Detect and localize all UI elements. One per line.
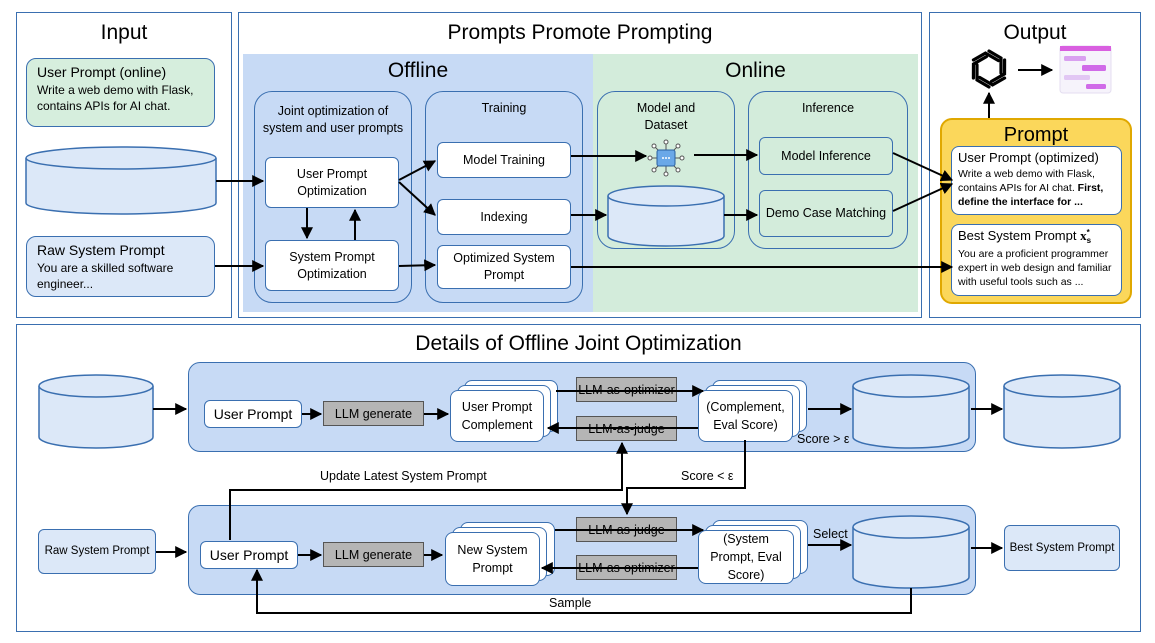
best-system-text: You are a proficient programmer expert i…	[958, 247, 1112, 288]
user-prompts-db-text: User Prompts	[620, 210, 694, 225]
training-title: Training	[481, 101, 527, 115]
complement-stack-front	[450, 390, 544, 442]
best-system-symbol: x	[1080, 228, 1087, 243]
llm-optimizer-1: LLM-as-optimizer	[576, 377, 677, 402]
llm-judge-2: LLM-as-judge	[576, 517, 677, 542]
model-dataset-group: Model and Dataset	[597, 91, 735, 249]
best-system-title: Best System Prompt	[958, 228, 1077, 243]
details-title: Details of Offline Joint Optimization	[415, 332, 742, 355]
offline-title: Offline	[387, 59, 449, 82]
online-title: Online	[725, 59, 786, 82]
system-prompt-dataset-label: System Prompt Dataset	[870, 539, 954, 570]
optimized-user-bold: First, define the interface for ...	[958, 182, 1104, 208]
best-system-sub: s	[1086, 235, 1092, 245]
user-prompt-optimization: User Prompt Optimization	[265, 157, 399, 208]
prompt-title: Prompt	[1003, 124, 1069, 146]
optimized-user-prompt: User Prompt (optimized) Write a web demo…	[951, 146, 1122, 215]
complement-eval-score: (Complement, Eval Score)	[706, 400, 785, 432]
complement-dataset-1-label: Complement Dataset	[876, 400, 946, 431]
score-gt-label: Score > ε	[797, 432, 850, 446]
input-title: Input	[100, 21, 148, 44]
select-label: Select	[813, 527, 848, 541]
indexing: Indexing	[437, 199, 571, 235]
user-prompt-online-text: Write a web demo with Flask, contains AP…	[37, 83, 194, 113]
complement-dataset-2-label: Complement Dataset	[1027, 400, 1097, 431]
sample-label: Sample	[549, 596, 592, 610]
eval-stack-front	[698, 390, 793, 442]
raw-system-prompt-box: Raw System Prompt	[38, 529, 156, 574]
center-title: Prompts Promote Prompting	[447, 21, 713, 44]
score-lt-label: Score < ε	[681, 469, 734, 483]
user-prompt-box-2: User Prompt	[200, 541, 298, 569]
raw-user-prompts-label: Raw User Prompts	[62, 181, 180, 198]
demo-case-matching: Demo Case Matching	[759, 190, 893, 237]
inference-title: Inference	[801, 101, 855, 115]
optimized-user-title: User Prompt (optimized)	[958, 150, 1099, 165]
llm-judge-1: LLM-as-judge	[576, 416, 677, 441]
best-system-prompt-box: Best System Prompt	[1004, 525, 1120, 571]
user-prompt-online: User Prompt (online) Write a web demo wi…	[26, 58, 215, 127]
raw-system-text: You are a skilled software engineer...	[37, 261, 174, 291]
llm-optimizer-2: LLM-as-optimizer	[576, 555, 677, 580]
model-dataset-title: Model and Dataset	[636, 101, 696, 132]
output-title: Output	[1003, 21, 1067, 44]
optimized-user-text: Write a web demo with Flask, contains AP…	[958, 168, 1095, 194]
new-system-prompt: New System Prompt	[457, 543, 528, 575]
llm-generate-1: LLM generate	[323, 401, 424, 426]
raw-system-title: Raw System Prompt	[37, 242, 165, 258]
user-prompt-online-title: User Prompt (online)	[37, 64, 167, 80]
joint-optimization-title: Joint optimization of system and user pr…	[262, 104, 404, 135]
system-prompt-optimization: System Prompt Optimization	[265, 240, 399, 291]
user-prompts-symbol: X	[697, 209, 707, 226]
user-prompt-complement: User Prompt Complement	[461, 400, 533, 432]
user-prompts-sub: u	[706, 217, 712, 227]
raw-system-prompt: Raw System Prompt You are a skilled soft…	[26, 236, 215, 297]
system-prompt-eval-score: (System Prompt, Eval Score)	[710, 532, 782, 582]
user-prompts-db-label: User Prompts X*u	[607, 206, 725, 230]
user-prompt-box-1: User Prompt	[204, 400, 302, 428]
model-inference: Model Inference	[759, 137, 893, 175]
best-system-prompt-output: Best System Prompt x*s You are a profici…	[951, 224, 1122, 296]
model-training: Model Training	[437, 142, 571, 178]
best-system-sup: *	[1086, 227, 1090, 237]
update-latest-label: Update Latest System Prompt	[320, 469, 487, 483]
optimized-system-prompt: Optimized System Prompt	[437, 245, 571, 289]
raw-user-prompts-db-label: Raw User Prompts	[70, 400, 124, 431]
llm-generate-2: LLM generate	[323, 542, 424, 567]
